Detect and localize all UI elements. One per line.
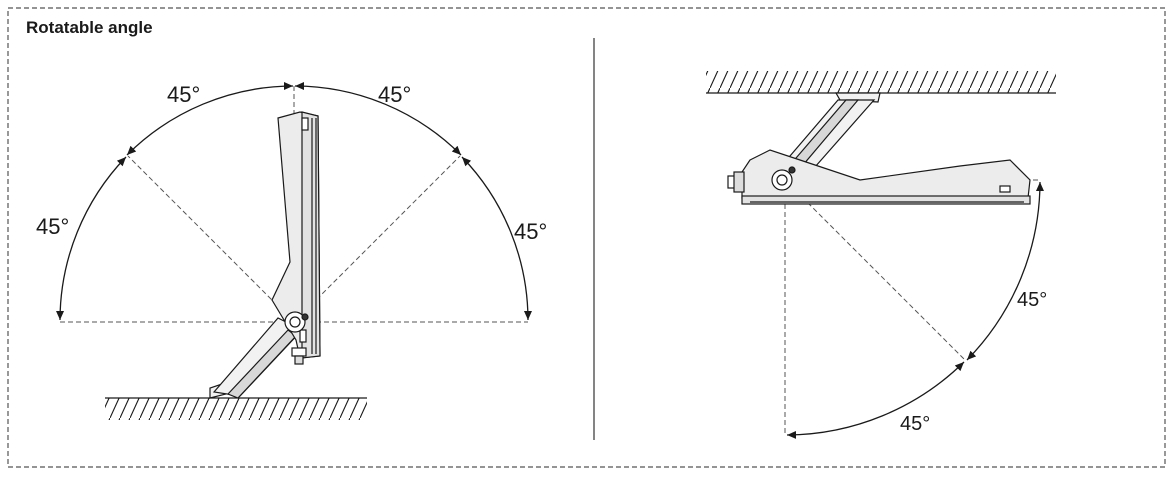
angle-label-top-left: 45° [167,82,200,107]
arc-top-left [126,82,294,156]
arc-right-upper [966,181,1044,361]
ceiling-hatch [706,71,1056,93]
arc-top-right [294,82,462,156]
angle-label-top-right: 45° [378,82,411,107]
floodlight-body-horizontal [727,149,1031,205]
ground-hatch [105,398,367,420]
outer-border [7,7,1166,468]
diag-guide-left [127,155,295,323]
arc-side-left [56,156,127,321]
angle-label-right-lower: 45° [900,413,930,435]
floodlight-body-vertical [271,111,321,365]
diag-guide-right [293,155,461,323]
diagram-title: Rotatable angle [26,18,153,37]
angle-label-right-upper: 45° [1017,289,1047,311]
right-panel-ceiling-mount: 45° 45° [706,71,1056,439]
angle-label-side-right: 45° [514,219,547,244]
angle-label-side-left: 45° [36,214,69,239]
right-diag-guide [784,179,967,362]
arc-side-right [461,156,532,321]
arc-right-lower [786,361,965,439]
left-panel-floor-mount: 45° 45° 45° 45° [36,82,547,420]
